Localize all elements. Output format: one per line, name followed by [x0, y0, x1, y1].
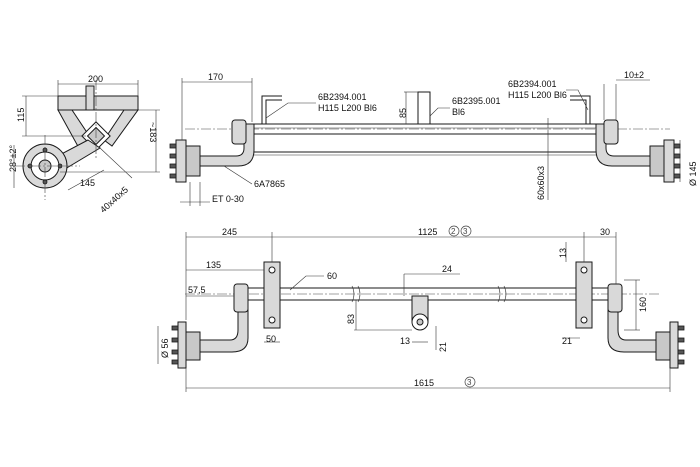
dim-245: 245	[222, 227, 237, 237]
left-wheel-studs-plan	[171, 325, 179, 365]
bolt-hole	[580, 316, 588, 324]
dim-160: 160	[638, 297, 648, 312]
bolt-hole	[268, 266, 276, 274]
plan-view-bottom: 245 1125 2 3 30 13 135 60 24 57,5 160 Ø …	[157, 225, 685, 392]
leader	[566, 89, 589, 111]
dim-dia145: Ø 145	[688, 161, 698, 186]
left-hub-flange	[175, 139, 187, 183]
dim-200: 200	[88, 74, 103, 84]
note-number: 3	[463, 227, 468, 236]
left-mount-bracket	[261, 95, 282, 124]
dim-10pm2: 10±2	[624, 70, 644, 80]
dim-40x40x5: 40x40x5	[98, 185, 130, 215]
left-arm-pivot	[231, 119, 247, 145]
dim-60: 60	[327, 271, 337, 281]
right-arm-pivot	[603, 119, 619, 145]
dim-183: ~183	[148, 122, 158, 142]
left-wheel-studs	[169, 143, 177, 179]
tube-break	[497, 285, 507, 303]
right-mount-bracket	[570, 95, 591, 124]
note-number: 2	[451, 227, 456, 236]
side-view: 200 115 ~183 28°±2° 145 40x40x5	[8, 74, 160, 215]
dim-1125: 1125	[418, 227, 437, 237]
note-number: 3	[467, 378, 472, 387]
note-circle	[460, 225, 472, 237]
dim-135: 135	[206, 260, 221, 270]
dim-13b: 13	[400, 336, 410, 346]
dim-et: ET 0-30	[212, 194, 244, 204]
bolt-hole	[580, 266, 588, 274]
dim-1615: 1615	[414, 378, 434, 388]
left-mount-bracket	[265, 99, 282, 124]
tube-break	[351, 285, 361, 303]
dim-30: 30	[600, 227, 610, 237]
dim-85: 85	[398, 108, 408, 118]
note-circle	[448, 225, 460, 237]
right-hub-plan	[655, 331, 671, 361]
bolt-hole	[268, 316, 276, 324]
dim-dia56: Ø 56	[160, 338, 170, 358]
dim-170: 170	[208, 72, 223, 82]
right-hub	[649, 145, 665, 177]
dim-60x60x3: 60x60x3	[536, 166, 546, 200]
right-hub-flange	[663, 139, 675, 183]
part-label-code: 6B2394.001	[318, 92, 367, 102]
leader	[223, 165, 253, 185]
part-label-code: 6B2395.001	[452, 96, 501, 106]
dim-24: 24	[442, 264, 452, 274]
center-lug-hole	[416, 318, 424, 326]
leader	[265, 102, 316, 119]
right-arm-pivot-plan	[607, 283, 623, 313]
front-view-top: 170 6B2394.001 H115 L200 Bl6 6B2395.001 …	[169, 70, 698, 206]
dim-21a: 21	[438, 342, 448, 352]
leader	[289, 275, 324, 291]
dim-145: 145	[80, 178, 95, 188]
leader	[429, 107, 450, 117]
dim-21b: 21	[562, 336, 572, 346]
left-arm-pivot-plan	[233, 283, 249, 313]
right-hub-flange-plan	[669, 321, 679, 369]
side-bracket-right	[103, 109, 139, 147]
left-hub-plan	[185, 331, 201, 361]
right-mount-bracket	[570, 99, 587, 124]
part-label-spec: Bl6	[452, 107, 465, 117]
center-mount-bracket	[417, 91, 431, 125]
part-label-code: 6A7865	[254, 179, 285, 189]
dim-57-5: 57,5	[188, 285, 206, 295]
right-wheel-studs	[673, 143, 681, 179]
note-circle	[464, 376, 476, 388]
leader	[99, 147, 133, 179]
dim-28deg: 28°±2°	[8, 144, 18, 172]
part-label-code: 6B2394.001	[508, 79, 557, 89]
dim-50: 50	[266, 334, 276, 344]
side-bracket-stem	[85, 85, 95, 111]
side-bracket-top	[57, 95, 139, 111]
dim-line	[67, 169, 105, 191]
left-hub	[185, 145, 201, 177]
dim-83: 83	[346, 314, 356, 324]
dim-13a: 13	[558, 248, 568, 258]
right-wheel-studs-plan	[677, 325, 685, 365]
left-hub-flange-plan	[177, 321, 187, 369]
dim-115: 115	[16, 108, 26, 122]
part-label-spec: H115 L200 Bl6	[508, 90, 567, 100]
part-label-spec: H115 L200 Bl6	[318, 103, 377, 113]
